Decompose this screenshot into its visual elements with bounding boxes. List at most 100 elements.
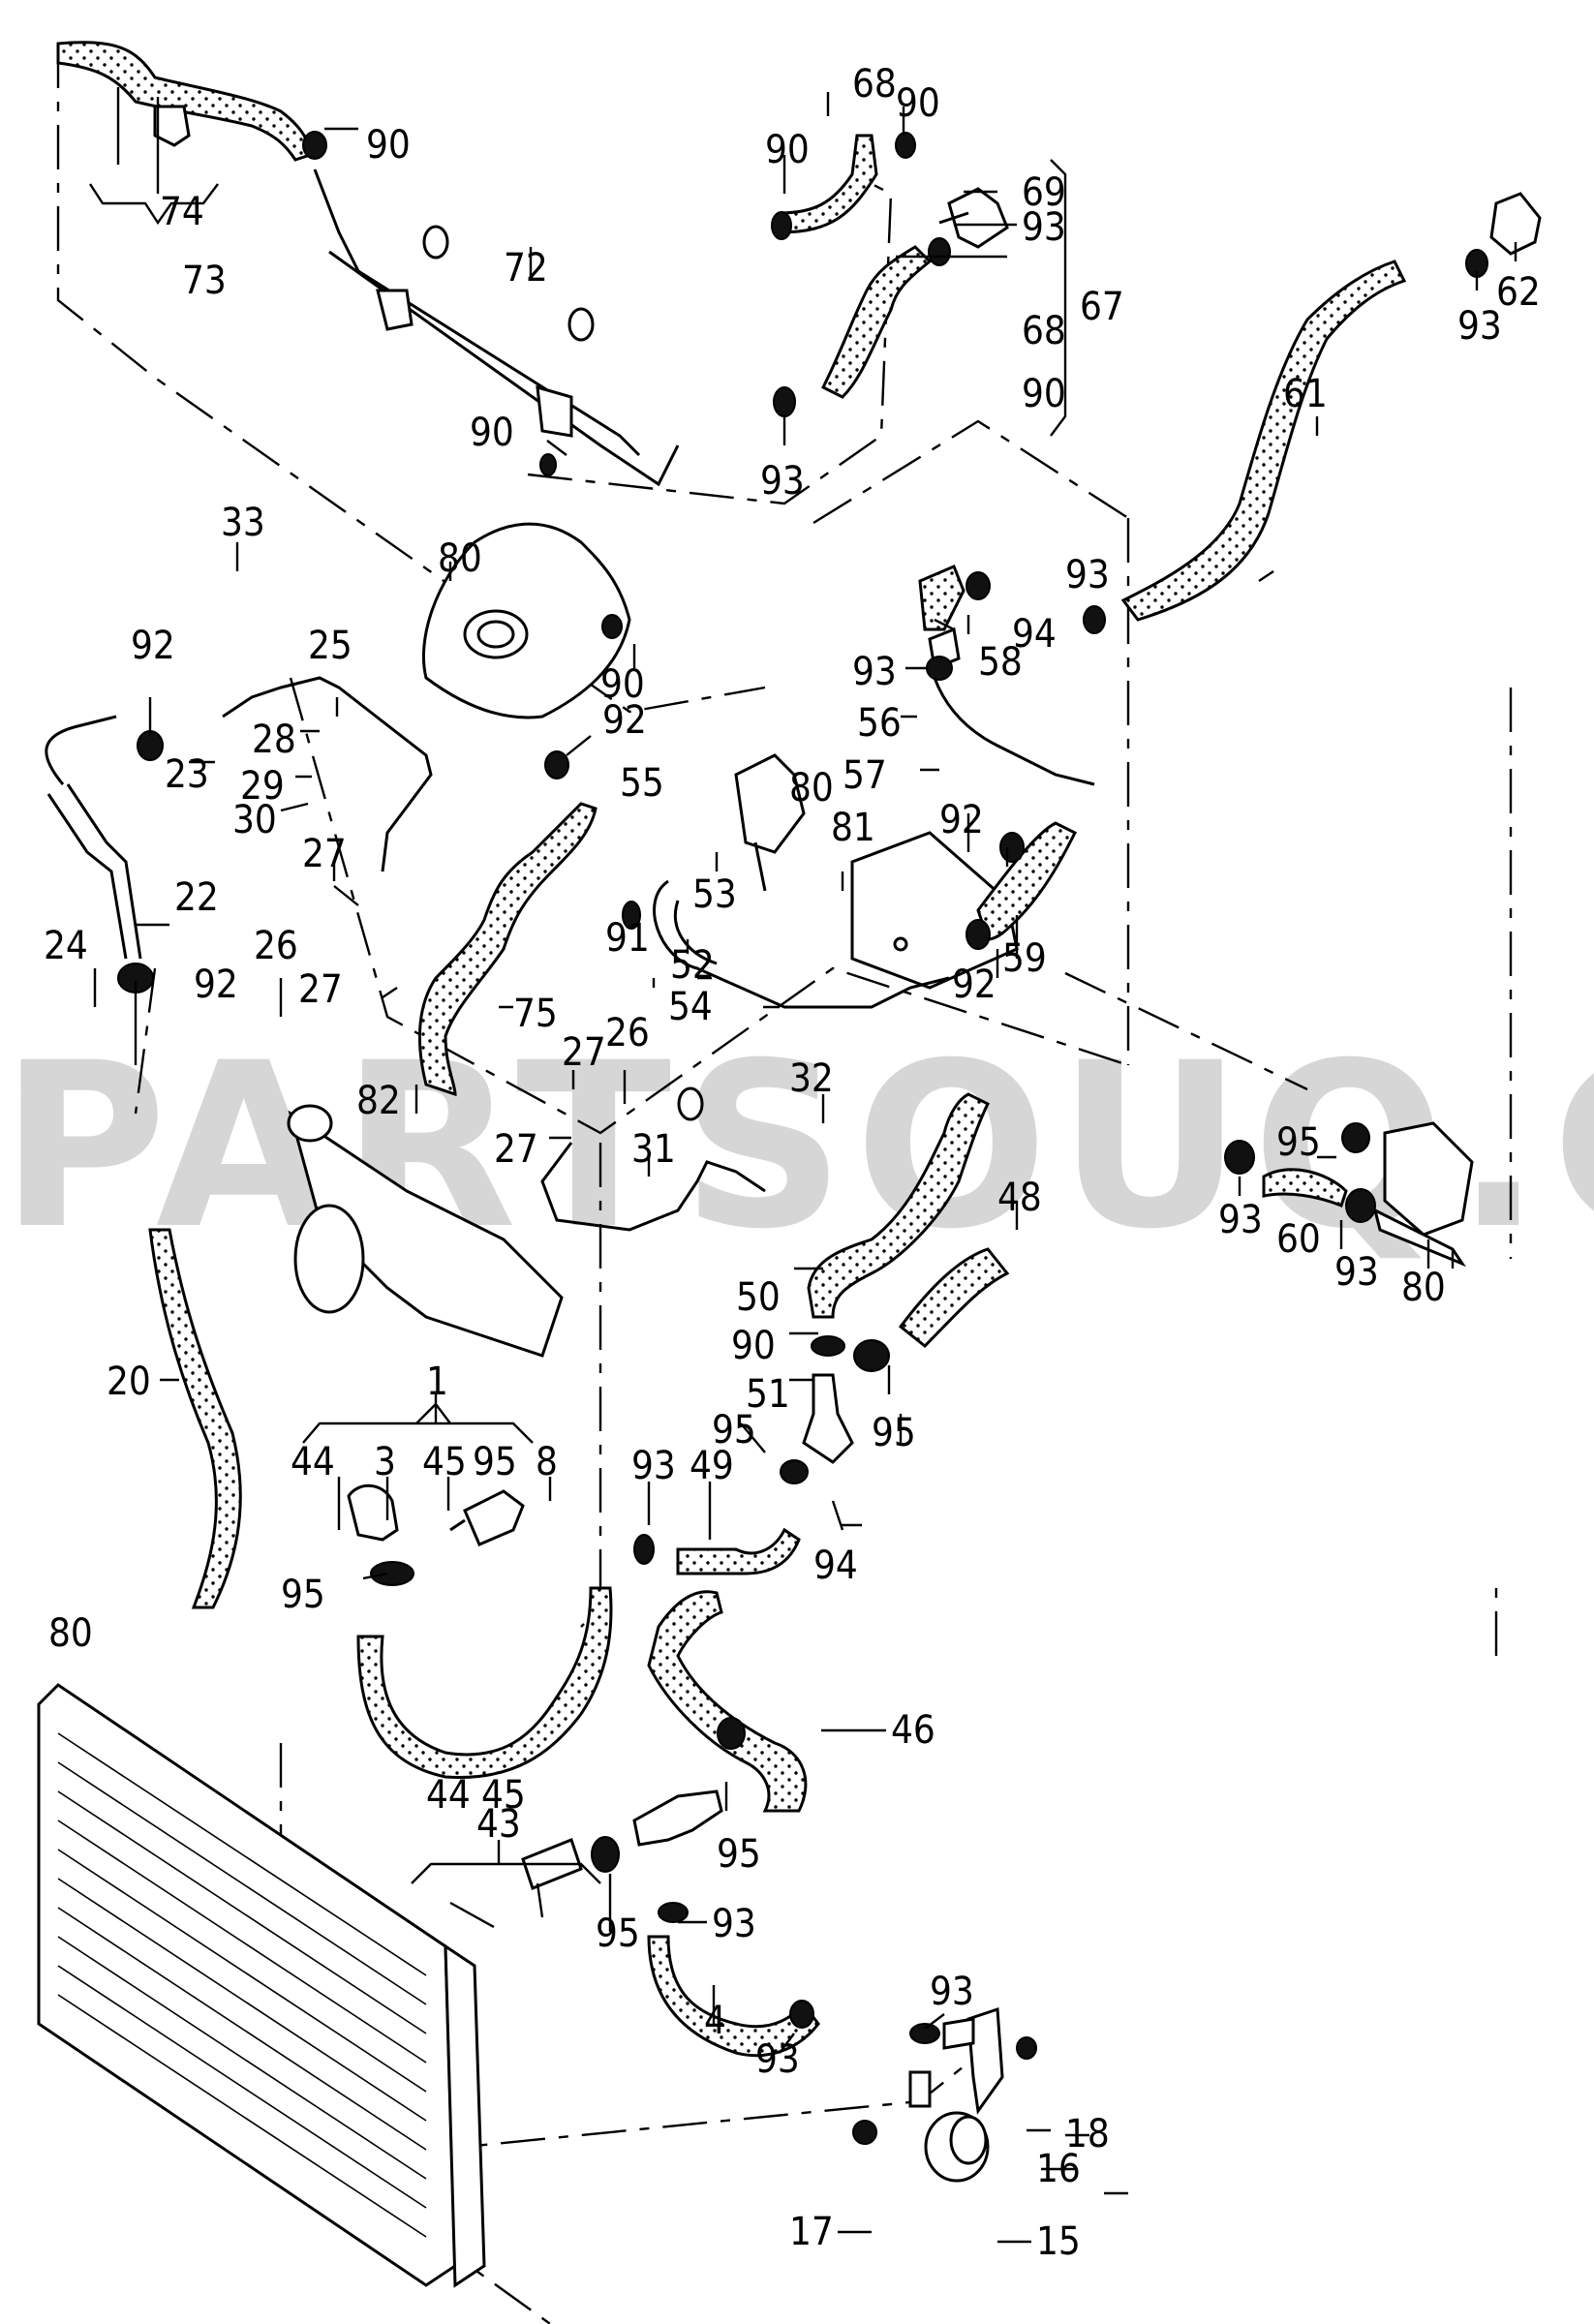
dash-line-top-mid xyxy=(812,419,1129,525)
callout-81: 81 xyxy=(831,806,875,850)
callout-53: 53 xyxy=(692,872,737,917)
callout-73: 73 xyxy=(182,259,227,303)
callout-61: 61 xyxy=(1283,372,1328,416)
callout-50: 50 xyxy=(736,1275,781,1320)
part-fuel-rail-72 xyxy=(313,168,680,487)
callout-80: 80 xyxy=(438,536,482,581)
callout-20: 20 xyxy=(107,1360,151,1404)
part-hose-67 xyxy=(820,245,933,399)
callout-93: 93 xyxy=(1022,205,1066,250)
callout-92: 92 xyxy=(194,963,238,1007)
part-connector-69 xyxy=(938,187,1009,249)
dash-line-thermostat xyxy=(1064,971,1308,1091)
callout-27: 27 xyxy=(302,832,347,876)
callout-93: 93 xyxy=(755,2037,800,2082)
dash-line-engine xyxy=(289,677,1129,1135)
callout-93: 93 xyxy=(1218,1198,1263,1242)
callout-46: 46 xyxy=(891,1708,935,1753)
part-pipe-52 xyxy=(653,879,950,1009)
callout-27: 27 xyxy=(562,1030,606,1075)
callout-24: 24 xyxy=(44,924,88,968)
callout-93: 93 xyxy=(930,1970,974,2014)
callout-1: 1 xyxy=(426,1360,448,1404)
callout-92: 92 xyxy=(131,624,175,668)
callout-90: 90 xyxy=(765,128,810,172)
part-fuel-rail-hose-73 xyxy=(56,41,312,162)
part-hose-59 xyxy=(976,821,1078,941)
callout-75: 75 xyxy=(513,992,558,1036)
callout-93: 93 xyxy=(1334,1250,1379,1295)
part-connector-62 xyxy=(1489,192,1542,256)
callout-30: 30 xyxy=(232,798,277,842)
part-hose-50 xyxy=(807,1092,991,1319)
part-hose-60 xyxy=(1262,1168,1348,1208)
clip-74 xyxy=(153,105,191,147)
callout-57: 57 xyxy=(843,753,887,798)
part-elbow-3 xyxy=(347,1483,399,1542)
callout-23: 23 xyxy=(165,752,209,797)
callout-48: 48 xyxy=(997,1176,1042,1220)
callout-44: 44 xyxy=(426,1773,471,1818)
callout-59: 59 xyxy=(1002,936,1047,981)
watermark-text: PARTSOUQ.COM xyxy=(0,1015,1594,1279)
callout-28: 28 xyxy=(252,718,296,762)
callout-95: 95 xyxy=(872,1411,916,1455)
callout-31: 31 xyxy=(631,1127,676,1172)
callout-90: 90 xyxy=(600,662,645,707)
callout-93: 93 xyxy=(1065,553,1110,597)
callout-91: 91 xyxy=(605,916,650,961)
part-coolant-pipe-25 xyxy=(45,676,433,872)
callout-8: 8 xyxy=(536,1440,558,1484)
callout-90: 90 xyxy=(366,123,411,168)
callout-95: 95 xyxy=(596,1911,640,1956)
part-hose-49 xyxy=(676,1527,801,1575)
callout-80: 80 xyxy=(1401,1266,1446,1310)
callout-52: 52 xyxy=(670,943,715,988)
clamps xyxy=(117,131,1488,2145)
callout-16: 16 xyxy=(1036,2147,1081,2191)
callout-58: 58 xyxy=(978,640,1023,685)
callout-17: 17 xyxy=(789,2210,834,2254)
callout-68: 68 xyxy=(852,62,897,107)
part-turbo-82 xyxy=(287,1104,564,1358)
part-hose-20 xyxy=(148,1228,242,1609)
callout-94: 94 xyxy=(1012,612,1057,657)
callout-60: 60 xyxy=(1276,1217,1321,1262)
callout-74: 74 xyxy=(160,190,204,234)
part-hose-43-loop xyxy=(356,1586,613,1780)
part-sensor-8 xyxy=(449,1489,525,1546)
callout-27: 27 xyxy=(298,967,343,1012)
callout-45: 45 xyxy=(481,1773,526,1818)
callout-43: 43 xyxy=(476,1802,521,1847)
callout-45: 45 xyxy=(422,1440,467,1484)
part-hose-75 xyxy=(418,802,598,1097)
callout-labels: 90 74 73 72 90 68 90 90 69 93 67 68 90 9… xyxy=(44,62,1541,2264)
callout-95: 95 xyxy=(712,1408,756,1452)
callout-80: 80 xyxy=(48,1611,93,1656)
callout-80: 80 xyxy=(789,766,834,810)
part-hose-48 xyxy=(898,1247,1010,1349)
part-hose-61 xyxy=(1120,260,1407,622)
callout-54: 54 xyxy=(668,985,713,1029)
callout-90: 90 xyxy=(1022,372,1066,416)
callout-51: 51 xyxy=(746,1372,790,1417)
callout-26: 26 xyxy=(605,1011,650,1055)
callout-32: 32 xyxy=(789,1056,834,1101)
callout-90: 90 xyxy=(896,81,940,126)
dash-line-fuel-rail xyxy=(56,44,766,714)
part-hose-46 xyxy=(647,1590,808,1813)
part-thermostat-housing-80 xyxy=(1372,1121,1474,1268)
callout-93: 93 xyxy=(852,650,897,694)
part-pipe-22 xyxy=(46,783,142,960)
callout-22: 22 xyxy=(174,875,219,920)
leader-lines xyxy=(88,87,1517,2244)
callout-56: 56 xyxy=(857,701,902,746)
callout-44: 44 xyxy=(291,1440,335,1484)
callout-27: 27 xyxy=(494,1127,538,1172)
callout-95: 95 xyxy=(281,1573,325,1617)
callout-69: 69 xyxy=(1022,170,1066,215)
callout-95: 95 xyxy=(717,1832,761,1877)
part-expansion-tank-80 xyxy=(421,522,631,719)
callout-92: 92 xyxy=(939,798,984,842)
part-connector-51 xyxy=(802,1373,854,1464)
